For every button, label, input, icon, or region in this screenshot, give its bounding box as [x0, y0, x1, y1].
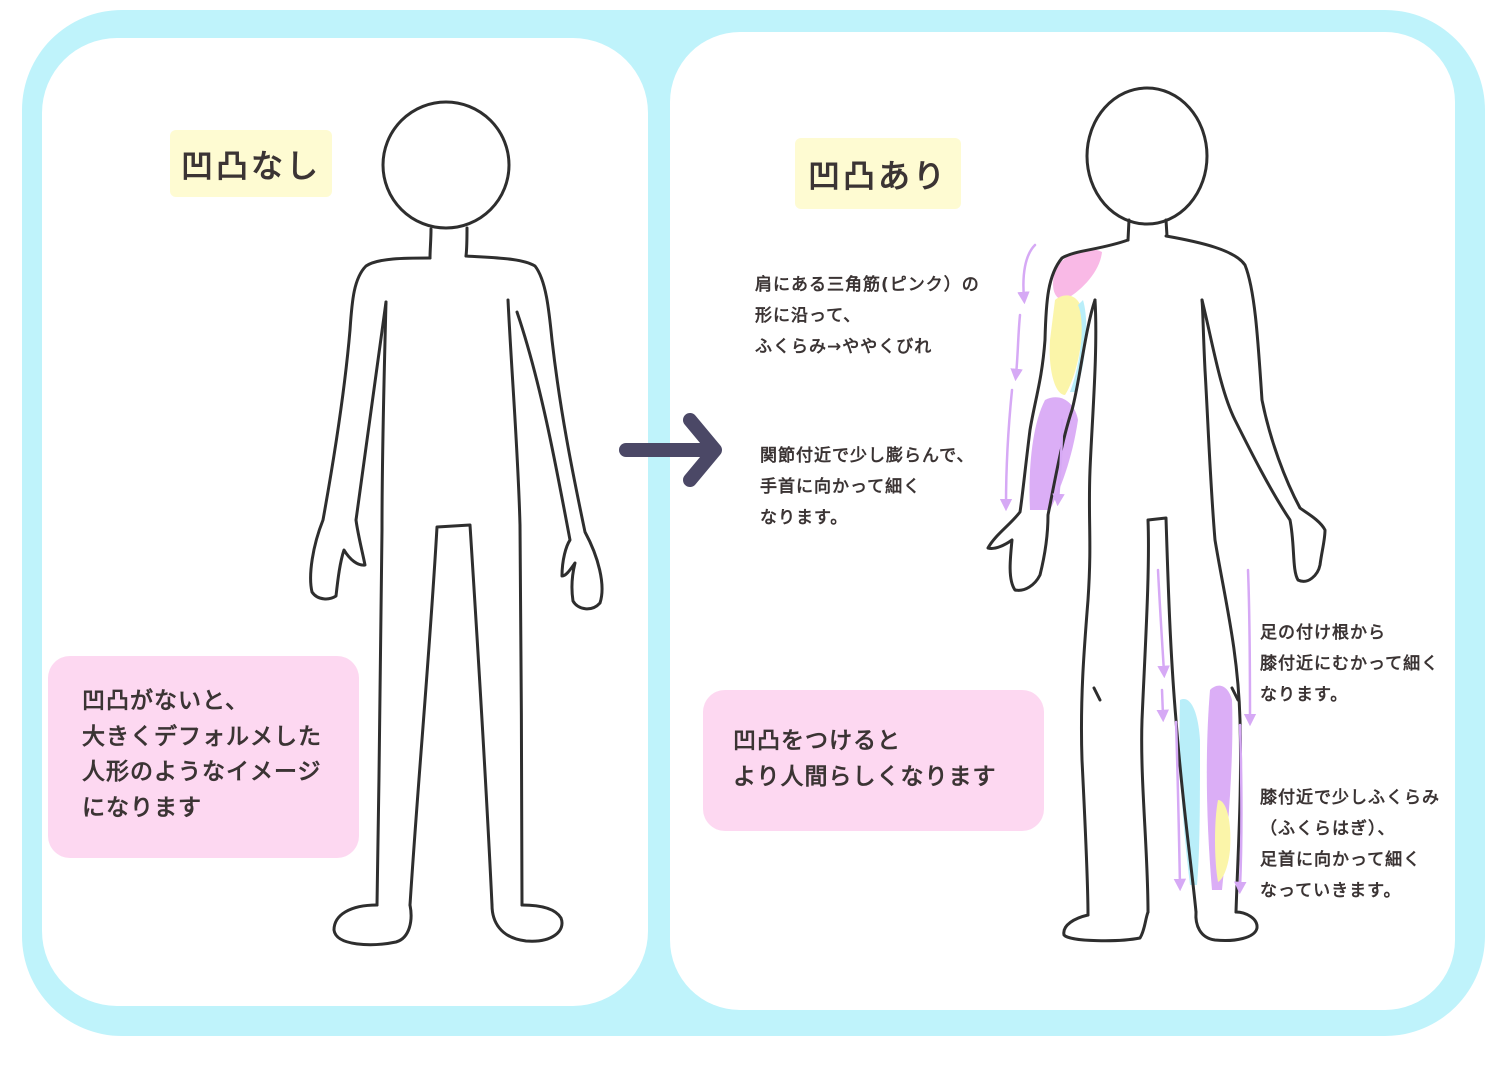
plain-figure-right-arm — [464, 254, 604, 611]
muscle-figure-right-arm — [1164, 234, 1327, 583]
plain-figure-left-arm — [309, 256, 432, 601]
caption-line: 人形のようなイメージ — [82, 759, 322, 785]
down-arrow-icon — [1156, 688, 1170, 723]
note-line: 手首に向かって細く — [760, 477, 922, 497]
label-with-relief: 凹凸あり — [795, 138, 961, 209]
muscle-figure-left-foot — [1062, 910, 1150, 943]
plain-figure-right-foot — [490, 903, 564, 943]
calf-cyan-highlight — [1179, 699, 1200, 885]
label-no-relief: 凹凸なし — [170, 130, 332, 197]
caption-line: 大きくデフォルメした — [82, 723, 322, 750]
note-line: ふくらみ→ややくびれ — [755, 337, 933, 357]
calf-yellow-highlight — [1215, 800, 1231, 882]
forearm-highlight — [1029, 397, 1078, 510]
upper-arm-cyan-highlight — [1070, 300, 1087, 392]
deltoid-highlight — [1053, 249, 1102, 300]
muscle-figure-right-foot — [1194, 910, 1259, 942]
muscle-figure — [986, 86, 1327, 943]
plain-figure — [309, 100, 604, 947]
note-thigh: 足の付け根から 膝付近にむかって細く なります。 — [1260, 618, 1439, 711]
caption-line: になります — [82, 794, 202, 821]
plain-figure-head — [381, 100, 511, 230]
note-line: なっていきます。 — [1260, 881, 1402, 901]
knee-marks — [1092, 686, 1240, 702]
plain-figure-left-foot — [332, 903, 413, 947]
plain-figure-right-side — [506, 298, 524, 907]
note-line: 膝付近にむかって細く — [1260, 654, 1440, 674]
muscle-figure-neck — [1126, 218, 1169, 242]
note-line: 膝付近で少しふくらみ — [1260, 788, 1440, 808]
caption-no-relief: 凹凸がないと、 大きくデフォルメした 人形のようなイメージ になります — [48, 656, 359, 858]
down-arrow-icon — [999, 388, 1014, 512]
note-line: 関節付近で少し膨らんで、 — [760, 446, 975, 466]
muscle-figure-inner-legs — [1140, 516, 1198, 914]
note-line: （ふくらはぎ）、 — [1260, 819, 1396, 839]
note-line: なります。 — [760, 508, 849, 528]
down-arrow-icon — [1010, 313, 1023, 382]
note-shoulder: 肩にある三角筋(ピンク）の 形に沿って、 ふくらみ→ややくびれ — [755, 270, 980, 363]
down-arrow-icon — [1017, 243, 1037, 305]
caption-line: 凹凸をつけると — [733, 728, 901, 754]
note-line: 足の付け根から — [1260, 623, 1386, 643]
muscle-figure-left-side — [1079, 298, 1098, 917]
caption-line: 凹凸がないと、 — [82, 688, 250, 714]
note-calf: 膝付近で少しふくらみ （ふくらはぎ）、 足首に向かって細く なっていきます。 — [1260, 783, 1440, 907]
note-line: 形に沿って、 — [755, 306, 862, 326]
down-arrow-icon — [1156, 568, 1170, 679]
down-arrow-icon — [1173, 720, 1187, 892]
down-arrow-icon — [1243, 568, 1257, 727]
right-arrow-icon — [619, 413, 722, 487]
plain-figure-left-side — [375, 300, 388, 907]
note-line: 肩にある三角筋(ピンク）の — [755, 275, 980, 295]
down-arrow-icon — [1052, 418, 1065, 507]
plain-figure-neck — [428, 226, 469, 260]
arrow-head — [683, 413, 722, 487]
upper-arm-highlight — [1049, 295, 1083, 395]
down-arrow-icon — [1234, 723, 1247, 895]
note-line: 足首に向かって細く — [1260, 850, 1422, 870]
muscle-figure-left-arm — [986, 238, 1130, 592]
caption-with-relief: 凹凸をつけると より人間らしくなります — [703, 690, 1044, 831]
note-arm: 関節付近で少し膨らんで、 手首に向かって細く なります。 — [760, 441, 974, 534]
caption-line: より人間らしくなります — [733, 763, 997, 790]
plain-figure-inner-legs — [408, 523, 494, 907]
muscle-figure-head — [1085, 86, 1209, 226]
note-line: なります。 — [1260, 685, 1349, 705]
